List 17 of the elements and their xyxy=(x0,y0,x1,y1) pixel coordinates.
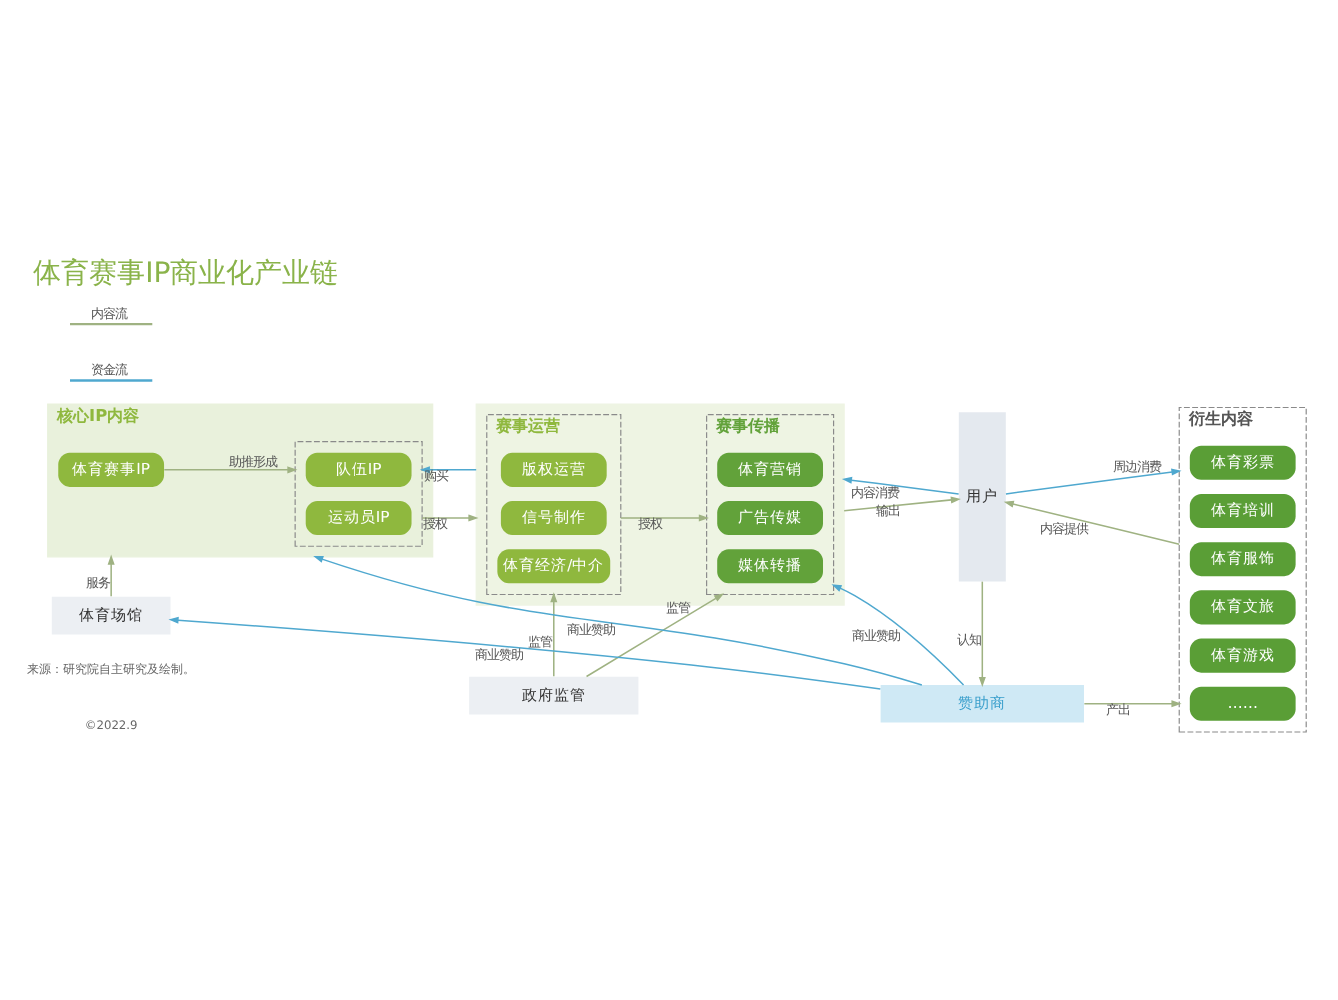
diagram-title: 体育赛事IP商业化产业链 xyxy=(33,256,339,289)
arrow xyxy=(978,579,986,687)
arrow xyxy=(1003,499,1180,544)
arrow xyxy=(1005,467,1182,494)
arrow xyxy=(1083,699,1182,707)
arrow xyxy=(620,513,709,521)
arrow xyxy=(843,495,961,511)
arrow xyxy=(168,615,882,689)
arrow xyxy=(107,553,115,597)
arrow xyxy=(550,591,558,677)
arrow xyxy=(831,583,965,685)
arrow xyxy=(313,555,923,685)
arrow xyxy=(585,592,725,677)
cluster xyxy=(294,440,423,546)
arrow xyxy=(163,465,298,473)
arrow xyxy=(841,475,960,494)
arrow xyxy=(421,513,479,521)
